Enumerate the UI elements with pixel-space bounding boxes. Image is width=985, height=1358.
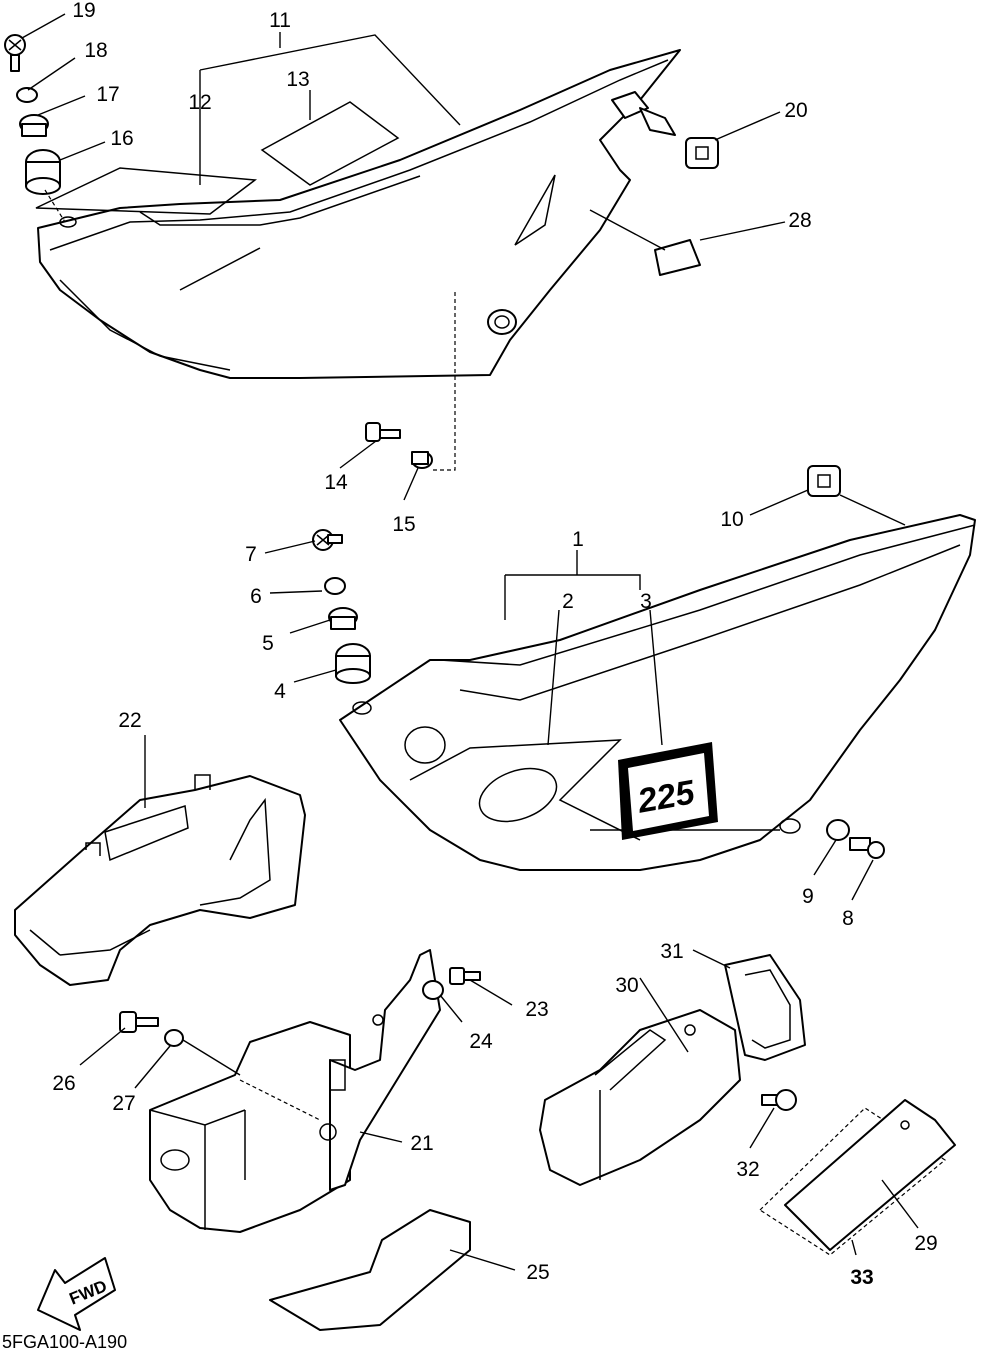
callout-6: 6 [250, 585, 262, 608]
callout-29: 29 [914, 1232, 937, 1255]
callout-21: 21 [410, 1132, 433, 1155]
callout-labels: 1 2 3 4 5 6 7 8 9 10 11 12 13 14 15 16 1… [52, 0, 937, 1289]
lower-hardware [312, 465, 885, 859]
diagram-code: 5FGA100-A190 [2, 1332, 127, 1352]
callout-25: 25 [526, 1261, 549, 1284]
toolbox-21 [149, 949, 441, 1233]
callout-23: 23 [525, 998, 548, 1021]
callout-14: 14 [324, 471, 348, 494]
bracket-22 [14, 774, 306, 986]
upper-hardware [4, 34, 66, 223]
grommet-20 [685, 137, 719, 169]
callout-30: 30 [615, 974, 638, 997]
callout-13: 13 [286, 68, 309, 91]
toolbox-hardware [119, 967, 481, 1076]
callout-20: 20 [784, 99, 807, 122]
callout-15: 15 [392, 513, 415, 536]
upper-side-cover [35, 49, 681, 471]
callout-7: 7 [245, 543, 257, 566]
callout-12: 12 [188, 91, 211, 114]
bolt-32 [761, 1089, 797, 1111]
callout-10: 10 [720, 508, 743, 531]
leader-lines [21, 13, 919, 1271]
fwd-arrow: FWD [37, 1257, 116, 1331]
callout-28: 28 [788, 209, 811, 232]
screw-14 [365, 422, 401, 442]
pad-28 [654, 239, 701, 276]
mat-25 [269, 1209, 471, 1331]
callout-2: 2 [562, 590, 574, 613]
callout-24: 24 [469, 1030, 493, 1053]
pad-29-33 [759, 1099, 956, 1256]
graphic-12-outline [35, 167, 258, 215]
callout-31: 31 [660, 940, 683, 963]
tool-bag-30 [539, 1009, 741, 1186]
callout-8: 8 [842, 907, 854, 930]
collar-15 [411, 451, 433, 469]
callout-9: 9 [802, 885, 814, 908]
callout-3: 3 [640, 590, 652, 613]
callout-11: 11 [269, 9, 291, 32]
callout-17: 17 [96, 83, 119, 106]
callout-18: 18 [84, 39, 107, 62]
callout-5: 5 [262, 632, 274, 655]
callout-1: 1 [572, 528, 584, 551]
callout-16: 16 [110, 127, 133, 150]
callout-32: 32 [736, 1158, 759, 1181]
callout-27: 27 [112, 1092, 135, 1115]
callout-19: 19 [72, 0, 95, 22]
callout-26: 26 [52, 1072, 75, 1095]
strap-31 [724, 954, 806, 1061]
callout-22: 22 [118, 709, 141, 732]
callout-33: 33 [850, 1266, 873, 1289]
callout-4: 4 [274, 680, 286, 703]
emblem-13-outline [260, 101, 400, 186]
